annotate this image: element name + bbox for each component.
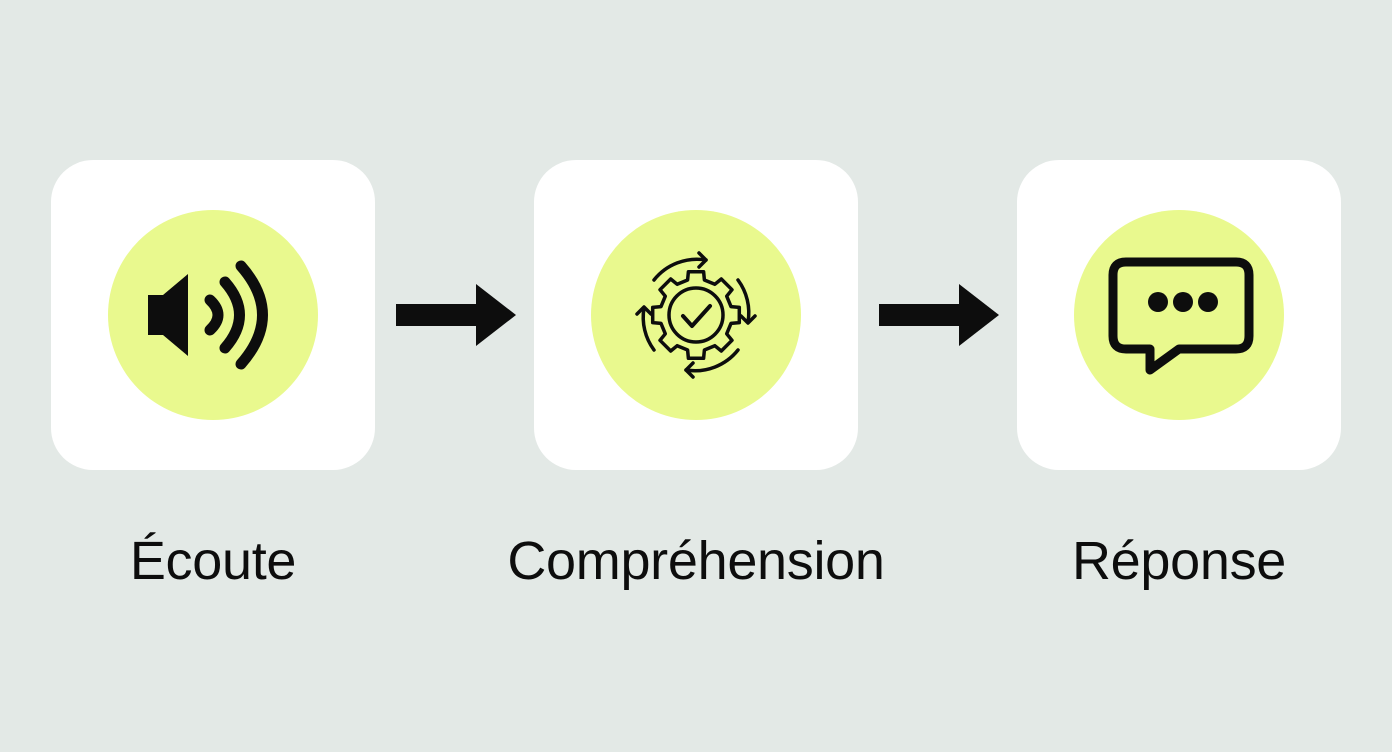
step-icon-circle: [591, 210, 801, 420]
gear-check-icon: [635, 251, 757, 379]
gear-outline: [650, 269, 742, 361]
step-card-comprehension: [534, 160, 858, 470]
arrow-right-icon: [879, 284, 999, 346]
arrow-right-icon: [396, 284, 516, 346]
step-label-comprehension: Compréhension: [507, 531, 885, 591]
step-label-ecoute: Écoute: [129, 531, 297, 591]
step-icon-circle: [108, 210, 318, 420]
step-card-ecoute: [51, 160, 375, 470]
step-card-reponse: [1017, 160, 1341, 470]
speaker-icon: [148, 260, 268, 370]
chat-bubble-icon: [1108, 257, 1254, 375]
step-icon-circle: [1074, 210, 1284, 420]
step-label-reponse: Réponse: [1071, 531, 1287, 591]
